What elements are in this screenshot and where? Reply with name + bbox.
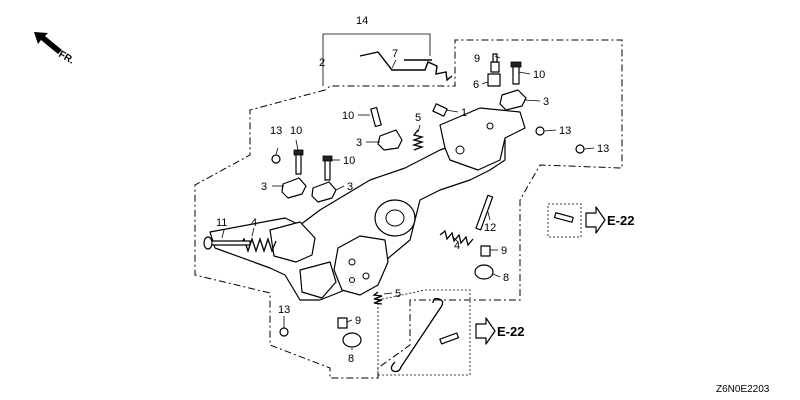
reference-box — [377, 289, 471, 376]
bolt-12-part — [475, 194, 494, 231]
return-spring-part — [390, 297, 444, 373]
spring-part — [439, 229, 474, 247]
callout-7: 7 — [392, 48, 398, 60]
callout-8: 8 — [348, 353, 354, 365]
plate-hole — [348, 258, 356, 266]
reference-label: E-22 — [497, 324, 524, 339]
throttle-rod — [359, 51, 453, 82]
cap-part — [474, 264, 494, 280]
clip-part — [281, 89, 527, 203]
callout-12: 12 — [484, 222, 496, 234]
governor-arm-bracket — [439, 107, 526, 171]
bolt-part — [337, 53, 501, 329]
callout-3: 3 — [261, 181, 267, 193]
callout-3: 3 — [347, 181, 353, 193]
pivot-boss-hole — [385, 209, 405, 227]
callout-4: 4 — [454, 240, 460, 252]
front-direction-arrow-icon — [34, 32, 62, 54]
washer-part — [535, 126, 545, 136]
reference-label: E-22 — [607, 213, 634, 228]
callout-13: 13 — [597, 143, 609, 155]
callout-10: 10 — [533, 69, 545, 81]
callout-9: 9 — [474, 53, 480, 65]
callout-5: 5 — [395, 288, 401, 300]
callout-13: 13 — [270, 125, 282, 137]
control-lever-plate — [333, 235, 389, 296]
callout-9: 9 — [355, 315, 361, 327]
callout-13: 13 — [278, 304, 290, 316]
reference-arrow-icon — [585, 206, 606, 234]
callout-3: 3 — [543, 96, 549, 108]
arm-hole — [455, 145, 465, 155]
callout-10: 10 — [342, 110, 354, 122]
pivot-boss — [374, 199, 416, 237]
diagram-code: Z6N0E2203 — [716, 384, 770, 395]
lower-mount-tab — [299, 261, 337, 299]
small-bolt-part — [553, 212, 574, 223]
direction-label: FR. — [57, 49, 77, 67]
callout-11: 11 — [216, 217, 227, 229]
callout-10: 10 — [343, 155, 355, 167]
callout-3: 3 — [356, 137, 362, 149]
callout-13: 13 — [559, 125, 571, 137]
callout-9: 9 — [501, 245, 507, 257]
assembly-boundary — [194, 39, 623, 379]
washer-part — [271, 154, 281, 164]
plate-hole — [362, 272, 370, 280]
washer-part — [575, 144, 585, 154]
reference-arrow-icon — [475, 317, 496, 345]
callout-4: 4 — [251, 217, 257, 229]
small-bolt-part — [439, 332, 460, 345]
spring-part — [411, 129, 425, 151]
callout-14: 14 — [356, 15, 368, 27]
callout-1: 1 — [461, 107, 467, 119]
callout-8: 8 — [503, 272, 509, 284]
arm-hole — [486, 122, 494, 130]
reference-box — [547, 203, 582, 238]
left-mount-ear — [269, 221, 316, 263]
washer-part — [279, 327, 289, 337]
plate-hole — [349, 277, 355, 283]
fitting-part — [432, 103, 448, 117]
group-bracket-14 — [322, 33, 431, 86]
long-bolt-part — [203, 236, 251, 250]
callout-6: 6 — [473, 79, 479, 91]
callout-2: 2 — [319, 57, 325, 69]
callout-10: 10 — [290, 125, 302, 137]
screw-part — [293, 61, 522, 181]
cap-part — [342, 332, 362, 348]
callout-5: 5 — [415, 112, 421, 124]
leader-lines — [221, 55, 595, 350]
spring-part — [372, 291, 383, 305]
